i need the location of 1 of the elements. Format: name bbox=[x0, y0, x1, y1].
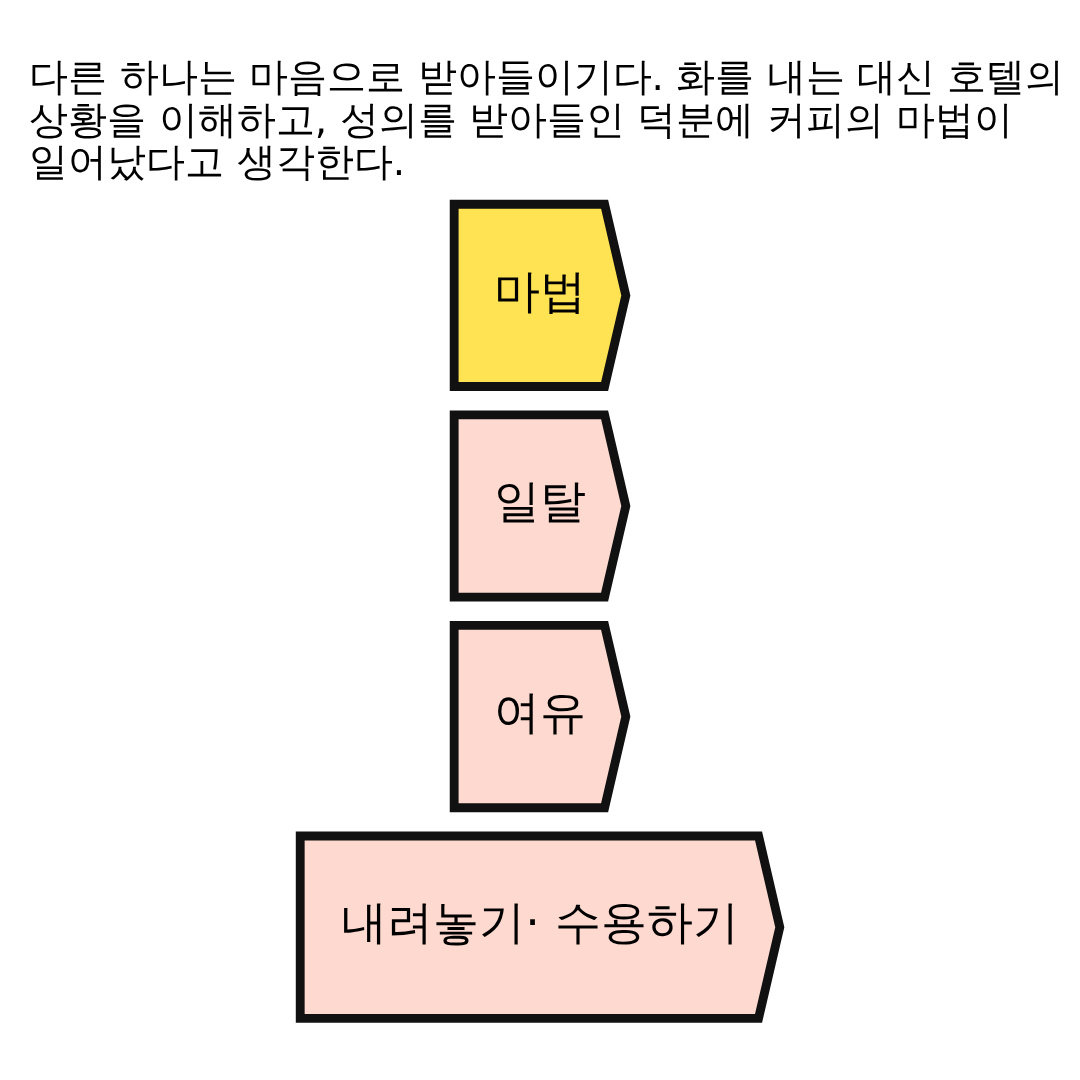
diagram-title: 다른 하나는 마음으로 받아들이기다. 화를 내는 대신 호텔의 상황을 이해하고, 성의를 받아들인 덕분에 커피의 마법이 일어났다고 생각한다. bbox=[29, 53, 1065, 184]
